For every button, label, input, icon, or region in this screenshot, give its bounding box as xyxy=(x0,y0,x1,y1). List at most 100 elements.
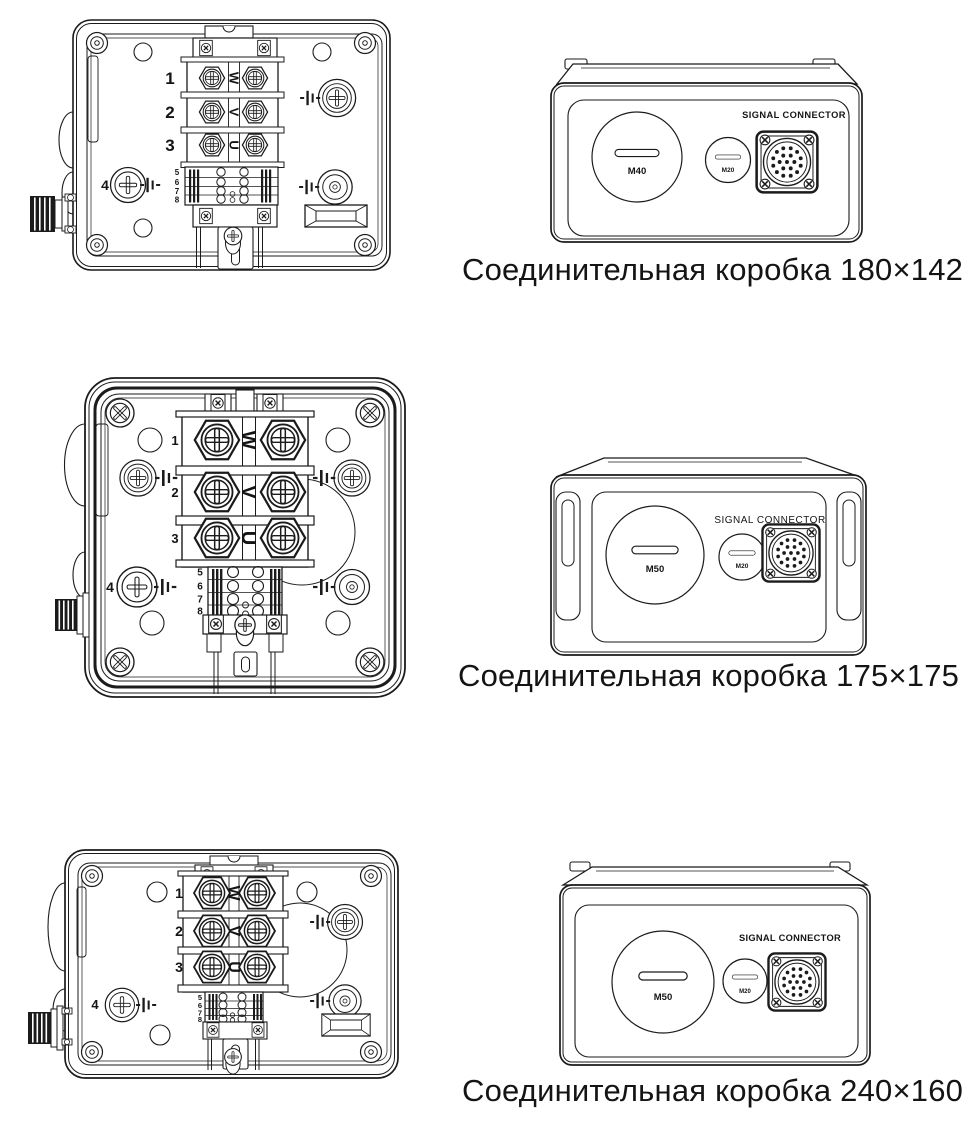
junction-box-180x142-front-view: W V U 1 2 3 5 6 7 8 xyxy=(30,19,391,271)
cable-entry-label: M50 xyxy=(654,992,672,1003)
mounting-boss-cone xyxy=(317,169,353,205)
cable-entry-label: M20 xyxy=(736,563,749,570)
corner-pillar xyxy=(836,491,862,621)
phase-label-v: V xyxy=(227,108,242,117)
signal-connector-label: SIGNAL CONNECTOR xyxy=(739,933,841,943)
lid-seal xyxy=(93,386,397,689)
signal-connector-label: SIGNAL CONNECTOR xyxy=(742,110,846,120)
side-knockout-bump xyxy=(72,551,86,599)
terminal-block: W V U 1 2 3 5 6 7 8 xyxy=(175,855,289,1075)
ground-terminal-label: 4 xyxy=(91,997,99,1012)
terminal-row-label-1: 1 xyxy=(175,885,183,901)
aux-terminal-label-6: 6 xyxy=(198,1001,202,1010)
label-window xyxy=(321,1013,371,1037)
side-knockout-bump xyxy=(47,882,66,972)
aux-terminal-label-8: 8 xyxy=(198,1015,202,1024)
phase-label-w: W xyxy=(237,431,259,450)
cable-entry-m50: M50 xyxy=(605,505,705,605)
aux-terminal-label-8: 8 xyxy=(197,607,203,618)
junction-box-180x142-side-view: M40 M20 SIGNAL CONNECTOR xyxy=(550,58,863,243)
terminal-row-label-3: 3 xyxy=(171,531,178,546)
earth-icon xyxy=(300,90,321,106)
phase-label-u: U xyxy=(237,531,259,545)
lid-edge xyxy=(560,866,870,886)
signal-connector-icon xyxy=(767,952,827,1012)
terminal-row-label-2: 2 xyxy=(171,485,178,500)
earth-icon xyxy=(313,579,336,595)
cable-entry-label: M20 xyxy=(722,167,735,174)
cable-entry-label: M20 xyxy=(739,989,751,995)
terminal-row-label-2: 2 xyxy=(165,103,174,122)
aux-terminal-label-5: 5 xyxy=(197,568,203,579)
ground-terminal-label: 4 xyxy=(101,177,109,193)
aux-terminal-block: 5 6 7 8 xyxy=(197,565,283,620)
aux-terminal-label-5: 5 xyxy=(175,168,180,177)
label-window xyxy=(304,204,368,228)
side-knockout-bump xyxy=(58,111,74,169)
mounting-boss-cone xyxy=(333,568,371,606)
terminal-block: W V U 1 2 3 5 6 7 8 xyxy=(171,389,315,677)
earth-icon xyxy=(310,914,331,930)
phase-label-w: W xyxy=(225,885,242,901)
junction-box-240x160-side-view: M50 M20 SIGNAL CONNECTOR xyxy=(559,861,871,1066)
junction-box-240x160-front-view: W V U 1 2 3 5 6 7 8 xyxy=(28,849,399,1079)
blind-holes xyxy=(146,881,318,1046)
signal-connector-label: SIGNAL CONNECTOR xyxy=(714,515,825,526)
earth-icon xyxy=(154,579,177,595)
cable-gland-icon xyxy=(55,592,90,638)
face-panel xyxy=(567,99,850,237)
mounting-boss-screw xyxy=(119,459,157,497)
caption-box-175x175: Соединительная коробка 175×175 xyxy=(458,658,960,693)
cable-entry-m20: M20 xyxy=(704,136,752,184)
cable-entry-label: M40 xyxy=(628,166,646,177)
face-panel xyxy=(574,904,859,1058)
cable-entry-m20: M20 xyxy=(722,958,768,1004)
cable-entry-label: M50 xyxy=(646,564,664,575)
earth-icon xyxy=(310,993,331,1009)
terminal-row-label-3: 3 xyxy=(175,959,183,975)
mounting-lug xyxy=(569,861,591,872)
ground-terminal-4: 4 xyxy=(91,987,157,1023)
phase-label-v: V xyxy=(237,485,259,499)
terminal-row-label-1: 1 xyxy=(171,433,178,448)
earth-icon xyxy=(155,470,178,486)
junction-box-175x175-front-view: W V U 1 2 3 5 6 7 8 xyxy=(55,377,406,698)
din-rail xyxy=(213,615,276,694)
aux-terminal-block: 5 6 7 8 xyxy=(198,991,264,1024)
terminal-block: W V U 1 2 3 5 6 7 8 xyxy=(165,25,285,270)
mounting-boss-screw xyxy=(317,78,357,118)
corner-pillar xyxy=(555,491,581,621)
caption-box-180x142: Соединительная коробка 180×142 xyxy=(462,252,964,287)
ground-terminal-label: 4 xyxy=(106,579,114,595)
mounting-boss-cone xyxy=(328,984,362,1018)
phase-label-u: U xyxy=(225,961,242,973)
mounting-boss-screw xyxy=(333,459,371,497)
aux-terminal-label-5: 5 xyxy=(198,993,202,1002)
aux-terminal-label-7: 7 xyxy=(198,1009,202,1018)
aux-terminal-label-8: 8 xyxy=(175,196,180,205)
phase-label-w: W xyxy=(227,72,242,85)
earth-icon xyxy=(299,179,320,195)
lid-edge xyxy=(555,63,859,85)
phase-label-v: V xyxy=(225,926,242,937)
signal-connector-icon xyxy=(761,523,821,583)
caption-box-240x160: Соединительная коробка 240×160 xyxy=(462,1073,964,1108)
mounting-boss-screw xyxy=(326,903,364,941)
blind-holes xyxy=(137,427,351,636)
phase-label-u: U xyxy=(227,140,242,149)
junction-box-175x175-side-view: M50 M20 SIGNAL CONNECTOR xyxy=(550,457,867,656)
aux-terminal-label-7: 7 xyxy=(175,187,180,196)
terminal-row-label-1: 1 xyxy=(165,69,174,88)
aux-terminal-label-6: 6 xyxy=(175,178,180,187)
cable-entry-m40: M40 xyxy=(591,111,683,203)
aux-terminal-label-6: 6 xyxy=(197,582,203,593)
earth-icon xyxy=(136,997,157,1013)
face-panel xyxy=(591,491,827,643)
ground-terminal-4: 4 xyxy=(101,166,161,204)
side-knockout-bump xyxy=(61,171,74,215)
terminal-row-label-2: 2 xyxy=(175,923,183,939)
enclosure-shell xyxy=(84,377,406,698)
cable-gland-icon xyxy=(28,1005,73,1051)
cable-gland-icon xyxy=(30,193,77,234)
